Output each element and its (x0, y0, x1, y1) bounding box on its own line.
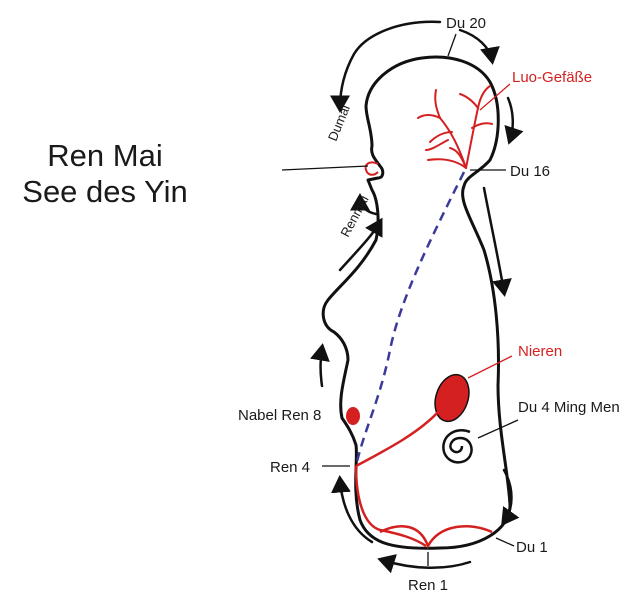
label-nieren: Nieren (518, 343, 562, 360)
label-ren1: Ren 1 (408, 577, 448, 594)
arrow-belly-up (321, 348, 323, 386)
arrow-du20-left (340, 22, 440, 108)
leader-du20 (448, 34, 456, 56)
label-du4: Du 4 Ming Men (518, 399, 620, 416)
ming-men-spiral (443, 430, 471, 462)
label-du20: Du 20 (446, 15, 486, 32)
label-dumai: Dumai (325, 103, 353, 144)
label-ren4: Ren 4 (270, 459, 310, 476)
leader-du4 (478, 420, 518, 438)
leader-mouth (282, 166, 368, 170)
body-outline (323, 57, 510, 548)
leader-luo (480, 84, 510, 110)
red-channel-lower (356, 466, 426, 546)
label-du16: Du 16 (510, 163, 550, 180)
navel-ren8 (346, 407, 360, 425)
leader-nieren (468, 356, 512, 378)
arrow-bottom (382, 560, 470, 568)
flow-arrows (321, 22, 513, 568)
leader-du1 (496, 538, 514, 546)
leader-lines (282, 34, 518, 566)
arrow-back-head (508, 98, 513, 140)
arrow-lower-back (504, 470, 512, 522)
label-renmai: Renmai (337, 193, 371, 240)
arrow-du20-right (460, 30, 492, 60)
label-nabel: Nabel Ren 8 (238, 407, 321, 424)
red-channel-kidney (356, 410, 440, 466)
arrow-back-down (484, 188, 504, 292)
mouth (366, 162, 378, 174)
label-luo: Luo-Gefäße (512, 69, 592, 86)
label-du1: Du 1 (516, 539, 548, 556)
luo-vessels (418, 86, 492, 168)
kidney (429, 370, 474, 426)
